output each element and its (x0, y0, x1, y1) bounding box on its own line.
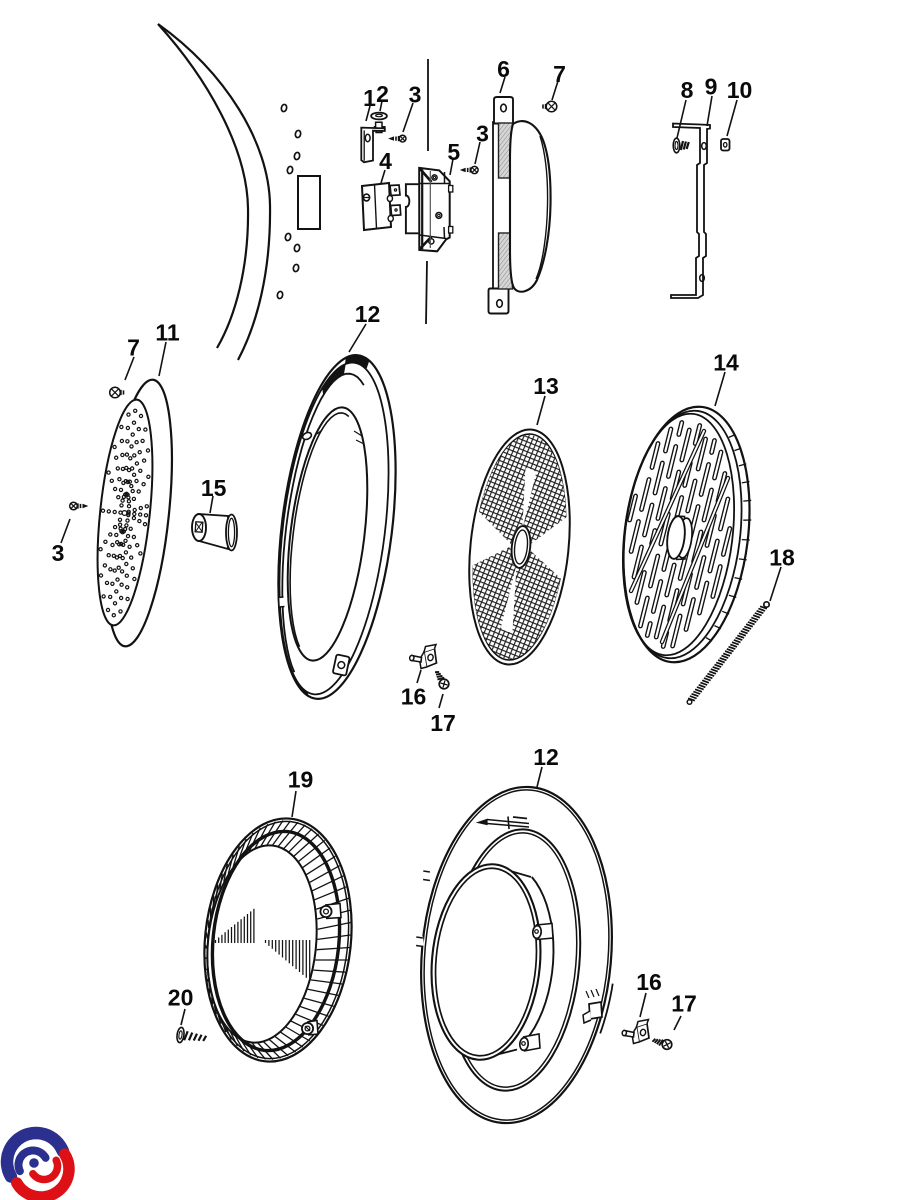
svg-text:4: 4 (379, 148, 392, 174)
svg-text:3: 3 (409, 82, 422, 108)
svg-text:15: 15 (201, 475, 227, 501)
svg-text:18: 18 (769, 545, 795, 571)
svg-text:17: 17 (671, 991, 697, 1017)
svg-text:10: 10 (727, 77, 753, 103)
svg-text:7: 7 (127, 335, 140, 361)
svg-text:19: 19 (288, 767, 314, 793)
svg-text:9: 9 (705, 74, 718, 100)
svg-text:1: 1 (363, 85, 376, 111)
svg-text:11: 11 (155, 320, 180, 346)
svg-text:17: 17 (430, 710, 456, 736)
svg-text:16: 16 (636, 969, 662, 995)
svg-text:3: 3 (476, 121, 489, 147)
svg-text:16: 16 (401, 684, 427, 710)
svg-text:7: 7 (553, 61, 566, 87)
svg-text:5: 5 (447, 139, 460, 165)
svg-text:13: 13 (533, 373, 559, 399)
svg-text:6: 6 (497, 56, 510, 82)
svg-text:12: 12 (533, 744, 559, 770)
svg-text:12: 12 (355, 301, 381, 327)
svg-text:20: 20 (168, 985, 194, 1011)
svg-text:14: 14 (713, 350, 739, 376)
svg-text:2: 2 (376, 81, 389, 107)
svg-text:8: 8 (681, 77, 694, 103)
svg-text:3: 3 (52, 540, 65, 566)
